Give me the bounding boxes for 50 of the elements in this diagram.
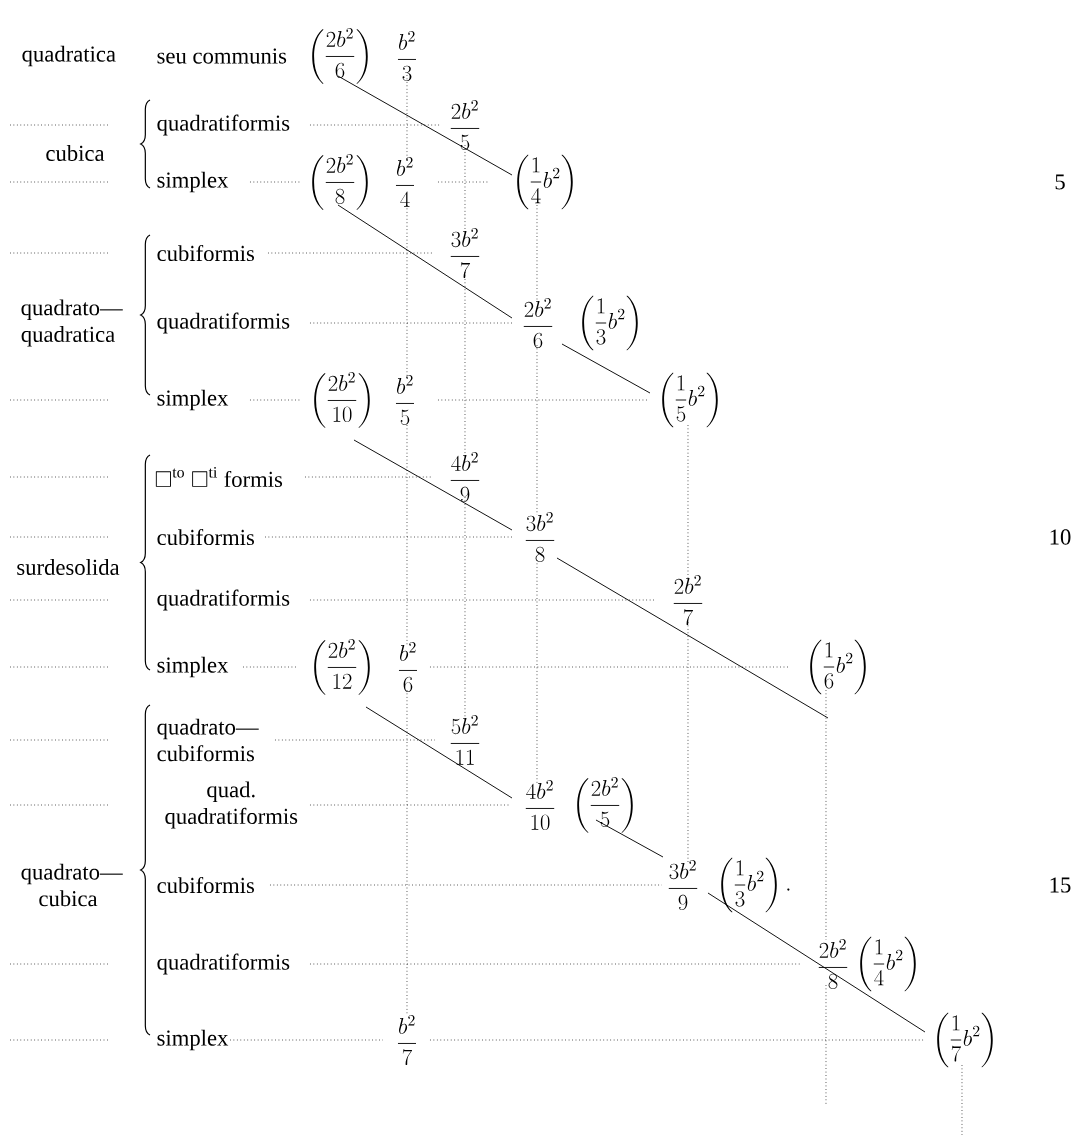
- formula: $\frac{2b^2}{6}$: [523, 298, 553, 349]
- formula: $\left(\frac{1}{3}b^2\right).$: [721, 857, 790, 913]
- formula: $\left(\frac{1}{3}b^2\right)$: [582, 295, 638, 351]
- formula: $\left(\frac{2b^2}{6}\right)$: [312, 28, 368, 84]
- group-label: quadrato— cubica: [21, 863, 123, 907]
- line-number: 5: [1055, 174, 1065, 190]
- row-label: simplex: [157, 656, 229, 678]
- group-label: cubica: [46, 145, 105, 161]
- formula: $\frac{3b^2}{8}$: [525, 512, 555, 563]
- line-number: 15: [1050, 877, 1071, 893]
- formula: $\frac{3b^2}{9}$: [668, 860, 698, 911]
- formula: $\frac{3b^2}{7}$: [450, 228, 480, 279]
- row-label: quadratiformis: [157, 953, 290, 975]
- row-label: $\square^{\mathrm{to}}\ \square^{\mathrm{ti}}\ \mathrm{formis}$: [155, 466, 283, 488]
- formula: $\frac{2b^2}{8}$: [818, 939, 848, 990]
- row-label: simplex: [157, 1029, 229, 1051]
- row-label: quad. quadratiformis: [165, 781, 298, 829]
- formula: $\frac{5b^2}{11}$: [450, 715, 480, 765]
- formula: $\frac{4b^2}{10}$: [525, 780, 555, 831]
- formula: $\frac{b^2}{3}$: [398, 31, 416, 82]
- row-label: quadratiformis: [157, 589, 290, 611]
- row-label: simplex: [157, 389, 229, 411]
- formula: $\left(\frac{2b^2}{12}\right)$: [314, 639, 370, 695]
- row-label: cubiformis: [157, 876, 254, 894]
- row-label: quadratiformis: [157, 312, 290, 334]
- row-label: cubiformis: [157, 528, 254, 546]
- formula: $\frac{b^2}{5}$: [396, 375, 414, 426]
- formula: $\frac{2b^2}{5}$: [450, 100, 480, 151]
- formula: $\left(\frac{2b^2}{8}\right)$: [312, 154, 368, 210]
- formula: $\left(\frac{2b^2}{10}\right)$: [314, 372, 370, 428]
- formula: $\left(\frac{1}{7}b^2\right)$: [937, 1012, 993, 1068]
- formula: $\left(\frac{1}{5}b^2\right)$: [662, 372, 718, 428]
- formula: $\left(\frac{2b^2}{5}\right)$: [577, 777, 633, 833]
- formula: $\left(\frac{1}{6}b^2\right)$: [810, 639, 866, 695]
- row-label: quadratiformis: [157, 114, 290, 136]
- row-label: simplex: [157, 171, 229, 193]
- group-label: surdesolida: [17, 559, 120, 575]
- row-label: seu communis: [157, 48, 287, 64]
- formula: $\frac{4b^2}{9}$: [450, 452, 480, 503]
- formula: $\left(\frac{1}{4}b^2\right)$: [860, 936, 916, 992]
- row-label: cubiformis: [157, 244, 254, 262]
- row-label: quadrato— cubiformis: [157, 718, 259, 762]
- formula: $\frac{2b^2}{7}$: [673, 575, 703, 626]
- group-label: quadrato— quadratica: [21, 299, 123, 347]
- formula: $\frac{b^2}{7}$: [398, 1015, 416, 1066]
- formula: $\frac{b^2}{4}$: [396, 157, 414, 207]
- formula: $\frac{b^2}{6}$: [399, 642, 417, 693]
- group-label: quadratica: [22, 45, 116, 67]
- line-number: 10: [1050, 529, 1071, 545]
- formula: $\left(\frac{1}{4}b^2\right)$: [517, 154, 573, 210]
